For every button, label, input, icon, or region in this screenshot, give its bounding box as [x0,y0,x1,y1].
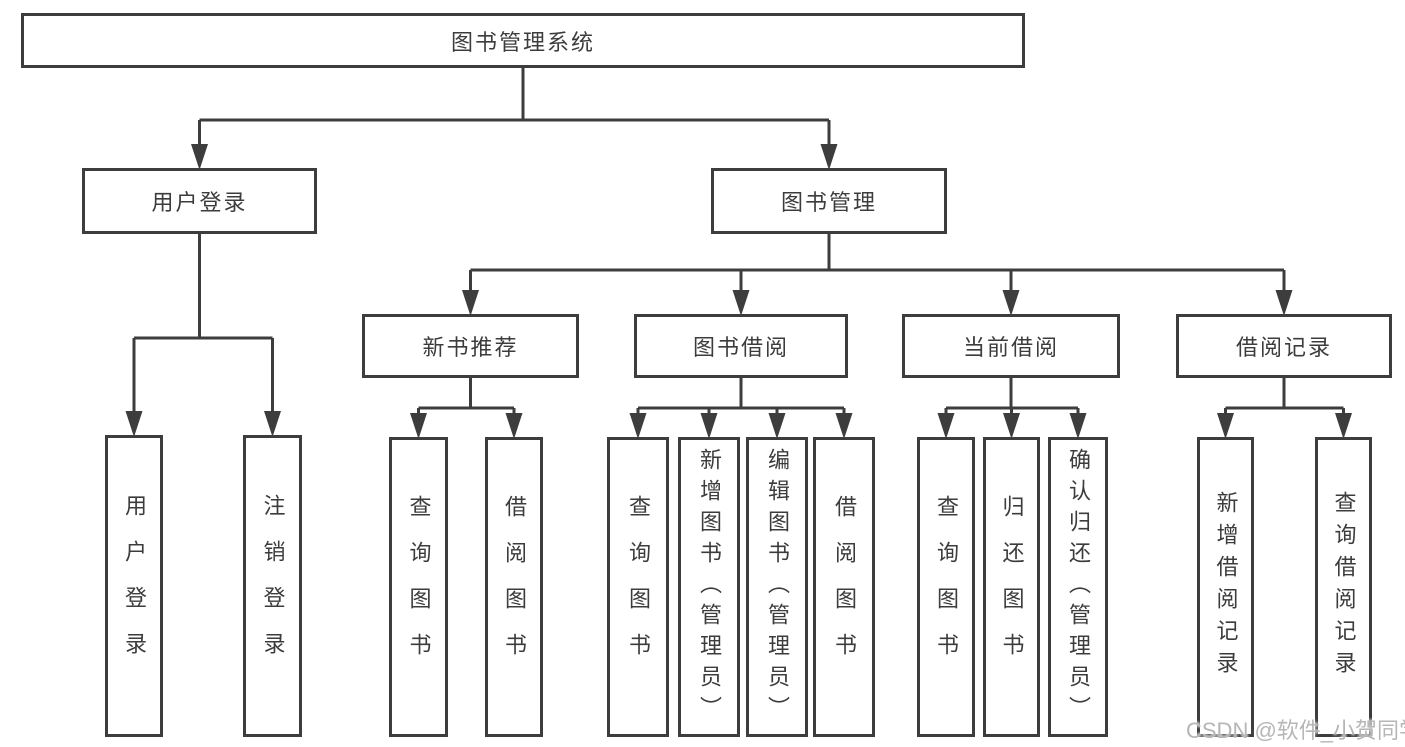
node-bb-add: 新增图书（管理员） [678,437,740,737]
node-root: 图书管理系统 [21,13,1025,68]
node-logout-leaf: 注销登录 [243,435,302,737]
node-nb-query: 查询图书 [389,437,448,737]
node-bb-query: 查询图书 [607,437,669,737]
node-bb-borrow: 借阅图书 [813,437,875,737]
node-label-bb-borrow: 借阅图书 [832,495,857,679]
node-label-current-borrow: 当前借阅 [962,335,1059,360]
arrowhead-icon [1335,413,1352,439]
node-label-new-book-recommend: 新书推荐 [422,335,519,360]
node-label-cb-query: 查询图书 [934,495,959,679]
arrowhead-icon [820,144,838,170]
node-label-bb-add: 新增图书（管理员） [697,447,722,727]
arrowhead-icon [629,413,647,439]
node-label-cb-return: 归还图书 [999,495,1025,679]
node-user-login-leaf: 用户登录 [105,435,163,737]
node-label-borrow-record: 借阅记录 [1235,335,1332,360]
node-label-nb-borrow: 借阅图书 [502,495,527,679]
arrowhead-icon [732,290,750,316]
arrowhead-icon [937,413,955,439]
node-label-root: 图书管理系统 [450,29,595,55]
node-label-bb-query: 查询图书 [626,495,651,679]
node-label-logout-leaf: 注销登录 [260,494,286,678]
watermark: CSDN @软件_小贺同学 [1186,718,1405,743]
node-book-borrow: 图书借阅 [634,314,848,378]
node-book-management: 图书管理 [711,168,947,234]
arrowhead-icon [1002,290,1020,316]
arrowhead-icon [125,411,143,437]
node-current-borrow: 当前借阅 [902,314,1120,378]
node-borrow-record: 借阅记录 [1176,314,1392,378]
arrowhead-icon [1003,413,1020,439]
node-cb-confirm: 确认归还（管理员） [1048,437,1108,737]
node-label-user-login-leaf: 用户登录 [122,494,147,678]
node-label-br-add: 新增借阅记录 [1213,491,1239,683]
node-label-nb-query: 查询图书 [406,495,432,679]
node-cb-return: 归还图书 [983,437,1040,737]
node-new-book-recommend: 新书推荐 [362,314,579,378]
node-br-add: 新增借阅记录 [1197,437,1254,737]
node-cb-query: 查询图书 [917,437,975,737]
arrowhead-icon [700,413,718,439]
arrowhead-icon [410,413,427,439]
node-br-query: 查询借阅记录 [1315,437,1372,737]
node-label-book-management: 图书管理 [780,190,877,215]
node-label-user-login: 用户登录 [151,190,248,215]
node-label-bb-edit: 编辑图书（管理员） [765,447,790,727]
arrowhead-icon [191,144,208,170]
arrowhead-icon [462,290,479,316]
node-label-book-borrow: 图书借阅 [692,335,789,360]
arrowhead-icon [505,413,523,439]
arrowhead-icon [768,413,786,439]
node-bb-edit: 编辑图书（管理员） [746,437,808,737]
node-label-cb-confirm: 确认归还（管理员） [1066,447,1091,727]
node-user-login: 用户登录 [82,168,317,234]
arrowhead-icon [835,413,853,439]
arrowhead-icon [264,411,281,437]
arrowhead-icon [1217,413,1234,439]
arrowhead-icon [1069,413,1087,439]
node-nb-borrow: 借阅图书 [485,437,543,737]
arrowhead-icon [1275,290,1293,316]
node-label-br-query: 查询借阅记录 [1331,491,1357,683]
